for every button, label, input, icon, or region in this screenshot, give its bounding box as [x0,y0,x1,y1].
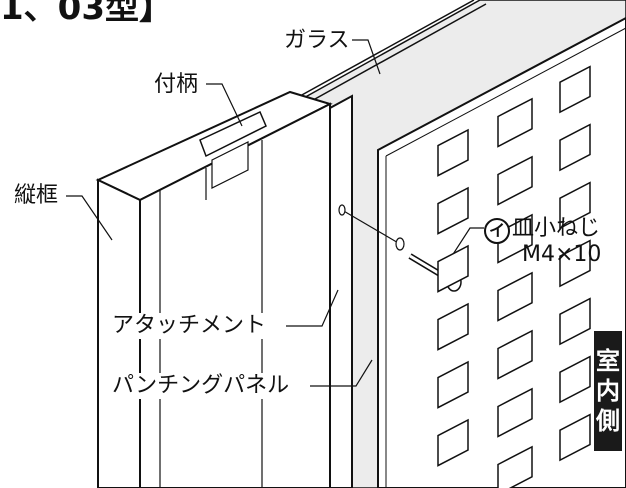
punch-hole [559,297,591,346]
attachment-hole-line [341,209,401,245]
glass-edge-line [299,0,475,97]
punch-hole [559,355,591,404]
screw-marker: イ [484,218,510,244]
handle-inner [211,141,249,189]
screw-label: イ 皿小ねじ M4×10 [484,216,614,272]
leader-glass [352,39,381,75]
leader-attachment [286,289,339,327]
screw-size: M4×10 [522,242,602,267]
indoor-side-char-1: 室 [596,347,620,375]
punch-holes [437,65,591,488]
label-vertical-frame: 縦框 [12,183,61,209]
punch-hole [437,302,469,351]
leader-screw [447,227,484,263]
leader-panel [310,359,373,387]
punch-hole [497,387,533,438]
screw-name: 皿小ねじ [512,216,601,241]
label-handle: 付柄 [152,72,201,98]
indoor-side-char-3: 側 [596,407,620,435]
indoor-side-badge: 室 内 側 [594,331,622,451]
panel-inner-edge [385,27,626,157]
label-attachment: アタッチメント [110,313,269,339]
panel-hole [395,237,405,251]
indoor-side-char-2: 内 [596,377,620,405]
punch-hole [497,97,533,148]
punch-hole [559,65,591,114]
punch-hole [497,213,533,264]
leader-frame [66,195,113,241]
punch-hole [437,128,469,177]
attachment [329,94,353,488]
label-glass: ガラス [282,28,352,54]
page-title: 1、03型】 [0,0,173,28]
punch-hole [497,329,533,380]
punch-hole [497,445,533,488]
punch-hole [437,186,469,235]
punch-hole [497,155,533,206]
glass-edge-line-2 [305,3,487,105]
punch-hole [437,418,469,467]
punch-hole [559,239,591,288]
punch-hole [559,123,591,172]
punch-hole [437,360,469,409]
punch-hole [559,413,591,462]
punch-hole [497,271,533,322]
label-punching-panel: パンチングパネル [110,373,292,399]
attachment-hole [338,204,346,216]
leader-handle [206,83,243,127]
punch-hole [559,181,591,230]
punch-hole [437,244,469,293]
